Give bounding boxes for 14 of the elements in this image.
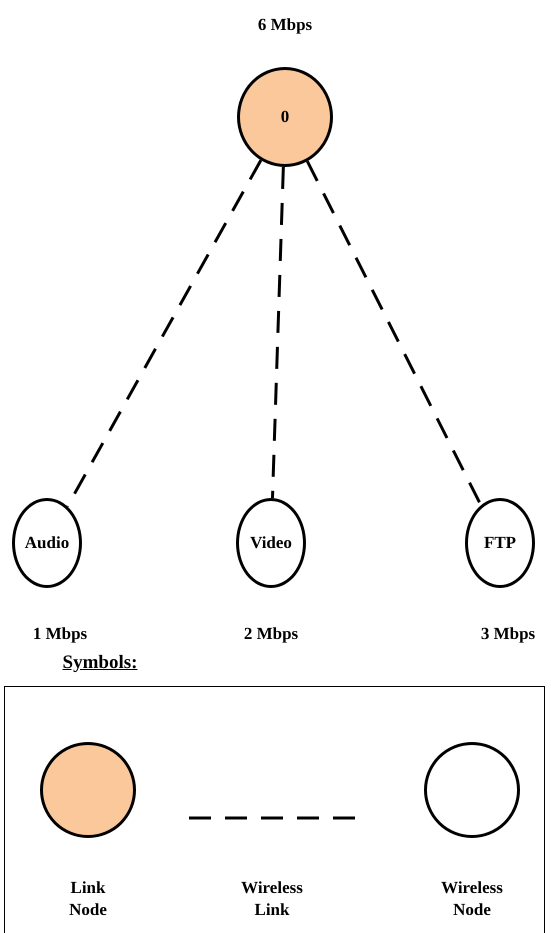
- node-label: Video: [250, 533, 292, 553]
- bandwidth-label: 6 Mbps: [256, 15, 314, 35]
- bandwidth-label: 3 Mbps: [480, 624, 536, 644]
- dashed-link-line: [306, 160, 482, 506]
- legend-heading: Symbols:: [62, 652, 138, 674]
- legend-text: Link Node: [68, 877, 108, 921]
- legend-text: Wireless Link: [240, 877, 304, 921]
- bandwidth-label: 2 Mbps: [242, 624, 300, 644]
- node-label: Audio: [24, 533, 70, 553]
- dashed-link-line: [270, 166, 285, 498]
- bandwidth-label: 1 Mbps: [32, 624, 88, 644]
- node-label: FTP: [484, 533, 516, 553]
- node-label: 0: [280, 107, 290, 127]
- legend-text: Wireless Node: [440, 877, 504, 921]
